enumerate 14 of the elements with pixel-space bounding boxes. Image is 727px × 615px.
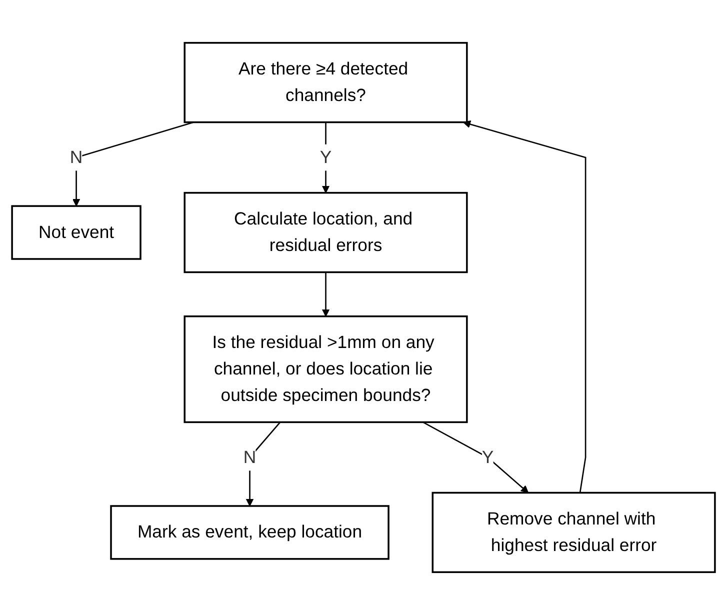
arrow (72, 122, 194, 206)
edge-label: Y (482, 448, 494, 468)
edge-label: N (70, 148, 83, 168)
node-box: Remove channel with highest residual error (432, 492, 716, 574)
node-box: Mark as event, keep location (110, 505, 390, 560)
node-box: Calculate location, and residual errors (184, 192, 468, 274)
node-box: Is the residual >1mm on any channel, or does location lie outside specimen bounds? (184, 315, 468, 424)
edge-label: N (243, 448, 256, 468)
arrow (422, 422, 529, 494)
arrow (322, 272, 330, 317)
edge-label: Y (320, 148, 332, 168)
node-box: Are there ≥4 detected channels? (184, 42, 468, 124)
arrow (462, 120, 586, 493)
node-box: Not event (11, 205, 142, 260)
